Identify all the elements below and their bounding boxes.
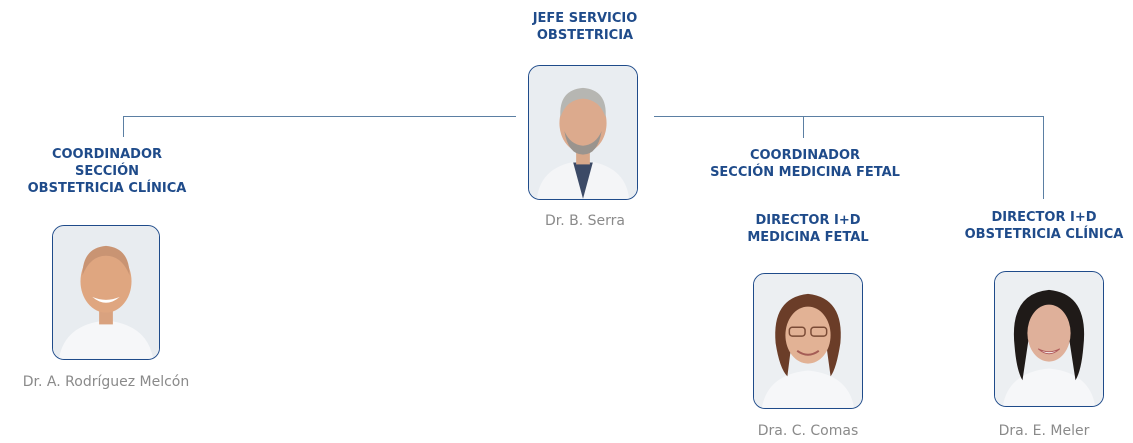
- connector-right-horizontal: [654, 116, 1044, 117]
- portrait-icon: [995, 272, 1103, 406]
- portrait-icon: [754, 274, 862, 408]
- dir-clinica-name: Dra. E. Meler: [998, 423, 1090, 439]
- coord-clinica-photo: [52, 225, 160, 360]
- connector-left-horizontal: [123, 116, 516, 117]
- dir-fetal-photo: [753, 273, 863, 409]
- coord-clinica-name: Dr. A. Rodríguez Melcón: [22, 374, 190, 390]
- dir-fetal-name: Dra. C. Comas: [757, 423, 859, 439]
- dir-fetal-title: DIRECTOR I+D MEDICINA FETAL: [747, 213, 869, 245]
- dir-clinica-photo: [994, 271, 1104, 407]
- coord-fetal-title: COORDINADOR SECCIÓN MEDICINA FETAL: [710, 148, 900, 180]
- coord-clinica-title: COORDINADOR SECCIÓN OBSTETRICIA CLÍNICA: [27, 147, 187, 196]
- chief-photo: [528, 65, 638, 200]
- portrait-icon: [53, 226, 159, 359]
- dir-clinica-title: DIRECTOR I+D OBSTETRICIA CLÍNICA: [964, 210, 1124, 242]
- chief-title: JEFE SERVICIO OBSTETRICIA: [532, 11, 638, 43]
- chief-name: Dr. B. Serra: [544, 213, 625, 229]
- portrait-icon: [529, 66, 637, 199]
- connector-left-vertical: [123, 116, 124, 137]
- connector-fetal-vertical: [803, 116, 804, 138]
- connector-meler-vertical: [1043, 116, 1044, 199]
